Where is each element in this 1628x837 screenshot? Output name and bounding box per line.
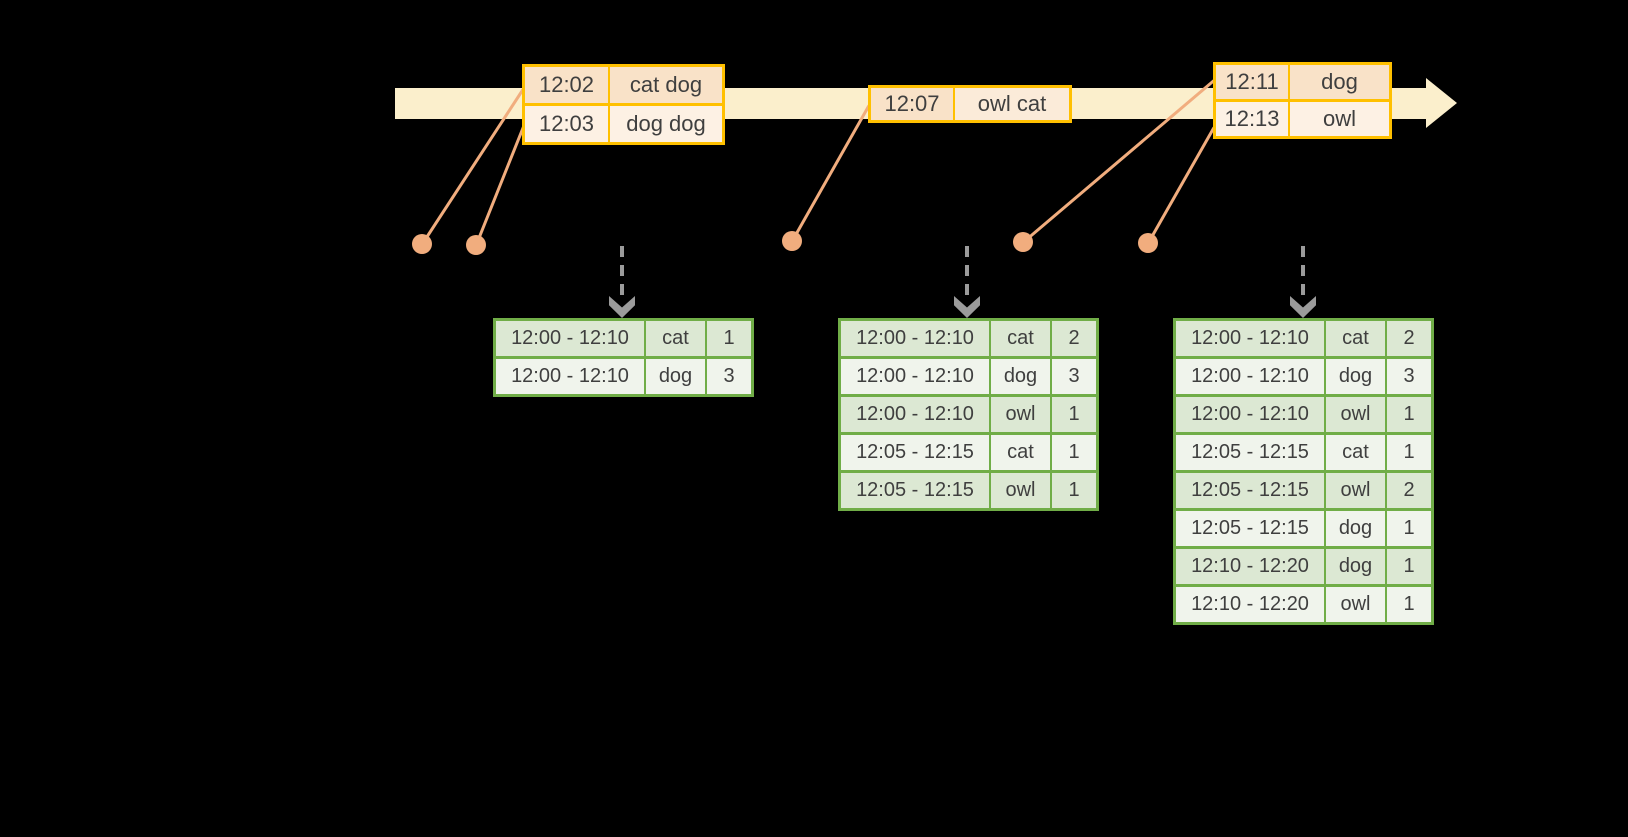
result-table-cell: 12:00 - 12:10 xyxy=(841,321,989,356)
result-table-cell: cat xyxy=(1326,321,1385,356)
event-table-cell: 12:11 xyxy=(1216,65,1288,99)
trigger-arrow-line xyxy=(620,246,624,300)
result-table-cell: 1 xyxy=(1052,473,1096,508)
result-table-cell: 12:10 - 12:20 xyxy=(1176,587,1324,622)
result-table-cell: owl xyxy=(1326,473,1385,508)
result-table-cell: 12:00 - 12:10 xyxy=(841,397,989,432)
result-table-cell: 12:05 - 12:15 xyxy=(841,435,989,470)
event-table-cell: dog dog xyxy=(610,106,722,142)
result-table-cell: 3 xyxy=(1052,359,1096,394)
result-table-cell: dog xyxy=(1326,359,1385,394)
result-table-cell: 1 xyxy=(1387,435,1431,470)
result-table-cell: 12:00 - 12:10 xyxy=(496,321,644,356)
result-table-cell: 3 xyxy=(707,359,751,394)
event-table-cell: 12:13 xyxy=(1216,102,1288,136)
event-time-dot xyxy=(412,234,432,254)
result-table-cell: cat xyxy=(1326,435,1385,470)
connector-line xyxy=(1146,126,1216,244)
result-table-cell: 12:00 - 12:10 xyxy=(1176,321,1324,356)
result-table-cell: 12:10 - 12:20 xyxy=(1176,549,1324,584)
result-table-cell: 2 xyxy=(1052,321,1096,356)
result-table-cell: owl xyxy=(991,473,1050,508)
event-time-dot xyxy=(1013,232,1033,252)
event-time-dot xyxy=(1138,233,1158,253)
result-table-cell: 2 xyxy=(1387,473,1431,508)
result-table-cell: 1 xyxy=(1387,511,1431,546)
result-table-cell: 12:05 - 12:15 xyxy=(841,473,989,508)
event-table-cell: dog xyxy=(1290,65,1389,99)
result-table-cell: 1 xyxy=(1052,435,1096,470)
result-table-cell: 12:00 - 12:10 xyxy=(496,359,644,394)
event-table-cell: cat dog xyxy=(610,67,722,103)
result-table-cell: 12:05 - 12:15 xyxy=(1176,473,1324,508)
result-table-cell: 12:00 - 12:10 xyxy=(1176,397,1324,432)
event-table-cell: owl cat xyxy=(955,88,1069,120)
event-time-dot xyxy=(466,235,486,255)
result-table-cell: cat xyxy=(991,321,1050,356)
result-table-cell: 3 xyxy=(1387,359,1431,394)
result-table-cell: 1 xyxy=(1387,397,1431,432)
connector-line xyxy=(474,124,526,246)
result-table-cell: owl xyxy=(991,397,1050,432)
trigger-arrow-line xyxy=(965,246,969,300)
event-table-cell: 12:02 xyxy=(525,67,608,103)
result-table-cell: dog xyxy=(991,359,1050,394)
result-table-cell: dog xyxy=(1326,549,1385,584)
event-time-dot xyxy=(782,231,802,251)
result-table-cell: 12:00 - 12:10 xyxy=(841,359,989,394)
result-table-cell: 1 xyxy=(707,321,751,356)
result-table-cell: 1 xyxy=(1387,549,1431,584)
result-table-cell: 12:00 - 12:10 xyxy=(1176,359,1324,394)
input-stream-arrowhead-icon xyxy=(1426,78,1457,128)
result-table-cell: cat xyxy=(991,435,1050,470)
result-table-cell: cat xyxy=(646,321,705,356)
result-table-cell: 2 xyxy=(1387,321,1431,356)
result-table-cell: dog xyxy=(1326,511,1385,546)
result-table-cell: owl xyxy=(1326,587,1385,622)
connector-line xyxy=(790,104,871,242)
result-table-cell: 1 xyxy=(1387,587,1431,622)
trigger-arrow-line xyxy=(1301,246,1305,300)
result-table-cell: 1 xyxy=(1052,397,1096,432)
event-table-cell: owl xyxy=(1290,102,1389,136)
result-table-cell: 12:05 - 12:15 xyxy=(1176,511,1324,546)
result-table-cell: owl xyxy=(1326,397,1385,432)
event-table-cell: 12:03 xyxy=(525,106,608,142)
result-table-cell: 12:05 - 12:15 xyxy=(1176,435,1324,470)
result-table-cell: dog xyxy=(646,359,705,394)
event-table-cell: 12:07 xyxy=(871,88,953,120)
